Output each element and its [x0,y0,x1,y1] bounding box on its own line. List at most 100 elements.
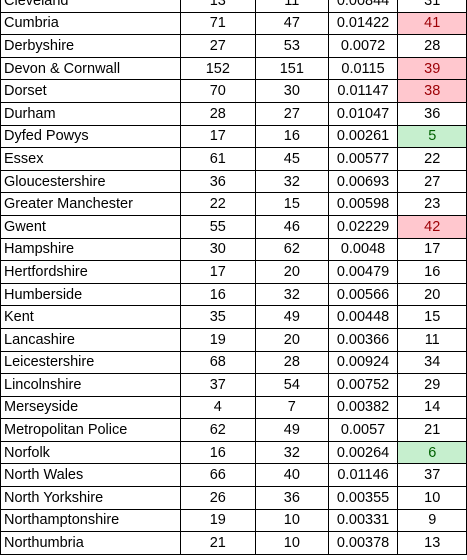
cell-force-name[interactable]: Merseyside [0,395,181,420]
cell-rate[interactable]: 0.00479 [327,260,399,284]
cell-count-b[interactable]: 151 [255,56,329,81]
cell-count-a[interactable]: 21 [179,531,257,555]
cell-rank[interactable]: 6 [397,440,467,465]
cell-force-name[interactable]: Cumbria [0,11,181,36]
cell-rate[interactable]: 0.00355 [327,486,399,510]
cell-count-b[interactable]: 45 [255,147,329,171]
cell-count-b[interactable]: 49 [255,305,329,329]
cell-force-name[interactable]: Lancashire [0,327,181,352]
cell-rank[interactable]: 5 [397,124,467,149]
cell-count-a[interactable]: 152 [179,56,257,81]
cell-count-b[interactable]: 47 [255,11,329,36]
cell-rate[interactable]: 0.01047 [327,101,399,126]
cell-count-b[interactable]: 15 [255,192,329,216]
cell-rate[interactable]: 0.01146 [327,463,399,488]
cell-rank[interactable]: 10 [397,486,467,510]
cell-count-b[interactable]: 20 [255,327,329,352]
cell-rank[interactable]: 11 [397,327,467,352]
cell-count-a[interactable]: 28 [179,101,257,126]
cell-rate[interactable]: 0.01147 [327,79,399,103]
cell-count-a[interactable]: 62 [179,418,257,442]
cell-rank[interactable]: 14 [397,395,467,420]
cell-rank[interactable]: 23 [397,192,467,216]
cell-count-b[interactable]: 27 [255,101,329,126]
cell-force-name[interactable]: Northumbria [0,531,181,555]
cell-rank[interactable]: 20 [397,282,467,307]
cell-force-name[interactable]: Humberside [0,282,181,307]
cell-count-a[interactable]: 71 [179,11,257,36]
cell-rank[interactable]: 13 [397,531,467,555]
cell-rate[interactable]: 0.00752 [327,373,399,397]
cell-count-a[interactable]: 70 [179,79,257,103]
cell-count-b[interactable]: 32 [255,440,329,465]
cell-count-b[interactable]: 53 [255,34,329,58]
cell-rate[interactable]: 0.0048 [327,237,399,262]
cell-rank[interactable]: 27 [397,169,467,194]
cell-rank[interactable]: 39 [397,56,467,81]
cell-rank[interactable]: 29 [397,373,467,397]
cell-rank[interactable]: 28 [397,34,467,58]
cell-force-name[interactable]: Devon & Cornwall [0,56,181,81]
cell-force-name[interactable]: Gloucestershire [0,169,181,194]
cell-rate[interactable]: 0.02229 [327,214,399,239]
cell-rank[interactable]: 34 [397,350,467,375]
cell-count-b[interactable]: 10 [255,508,329,533]
cell-count-b[interactable]: 11 [255,0,329,13]
cell-force-name[interactable]: Gwent [0,214,181,239]
cell-count-a[interactable]: 27 [179,34,257,58]
cell-count-b[interactable]: 46 [255,214,329,239]
cell-force-name[interactable]: Norfolk [0,440,181,465]
cell-rate[interactable]: 0.00366 [327,327,399,352]
cell-count-a[interactable]: 61 [179,147,257,171]
cell-count-a[interactable]: 19 [179,508,257,533]
cell-count-b[interactable]: 40 [255,463,329,488]
cell-rank[interactable]: 17 [397,237,467,262]
cell-force-name[interactable]: Derbyshire [0,34,181,58]
cell-count-a[interactable]: 26 [179,486,257,510]
cell-rank[interactable]: 38 [397,79,467,103]
cell-rate[interactable]: 0.00261 [327,124,399,149]
cell-count-b[interactable]: 7 [255,395,329,420]
cell-force-name[interactable]: Metropolitan Police [0,418,181,442]
cell-count-a[interactable]: 37 [179,373,257,397]
cell-rate[interactable]: 0.0115 [327,56,399,81]
cell-count-b[interactable]: 36 [255,486,329,510]
cell-count-a[interactable]: 22 [179,192,257,216]
cell-count-b[interactable]: 32 [255,282,329,307]
cell-rate[interactable]: 0.0057 [327,418,399,442]
cell-rank[interactable]: 22 [397,147,467,171]
cell-rank[interactable]: 15 [397,305,467,329]
cell-count-a[interactable]: 68 [179,350,257,375]
cell-count-b[interactable]: 32 [255,169,329,194]
cell-force-name[interactable]: Dyfed Powys [0,124,181,149]
cell-rank[interactable]: 37 [397,463,467,488]
cell-force-name[interactable]: Lincolnshire [0,373,181,397]
cell-rank[interactable]: 21 [397,418,467,442]
cell-rate[interactable]: 0.00924 [327,350,399,375]
cell-rate[interactable]: 0.00693 [327,169,399,194]
cell-count-a[interactable]: 17 [179,260,257,284]
cell-count-a[interactable]: 16 [179,282,257,307]
cell-rank[interactable]: 41 [397,11,467,36]
cell-force-name[interactable]: Hertfordshire [0,260,181,284]
cell-count-a[interactable]: 16 [179,440,257,465]
cell-count-b[interactable]: 28 [255,350,329,375]
cell-rank[interactable]: 31 [397,0,467,13]
cell-count-a[interactable]: 19 [179,327,257,352]
cell-force-name[interactable]: Durham [0,101,181,126]
cell-count-a[interactable]: 35 [179,305,257,329]
cell-count-a[interactable]: 55 [179,214,257,239]
cell-rank[interactable]: 42 [397,214,467,239]
cell-rank[interactable]: 16 [397,260,467,284]
cell-force-name[interactable]: Hampshire [0,237,181,262]
cell-force-name[interactable]: Northamptonshire [0,508,181,533]
cell-force-name[interactable]: North Yorkshire [0,486,181,510]
cell-rank[interactable]: 9 [397,508,467,533]
cell-rate[interactable]: 0.00264 [327,440,399,465]
cell-force-name[interactable]: Essex [0,147,181,171]
cell-count-b[interactable]: 49 [255,418,329,442]
cell-count-b[interactable]: 10 [255,531,329,555]
cell-rate[interactable]: 0.01422 [327,11,399,36]
cell-rate[interactable]: 0.00382 [327,395,399,420]
cell-rate[interactable]: 0.00331 [327,508,399,533]
